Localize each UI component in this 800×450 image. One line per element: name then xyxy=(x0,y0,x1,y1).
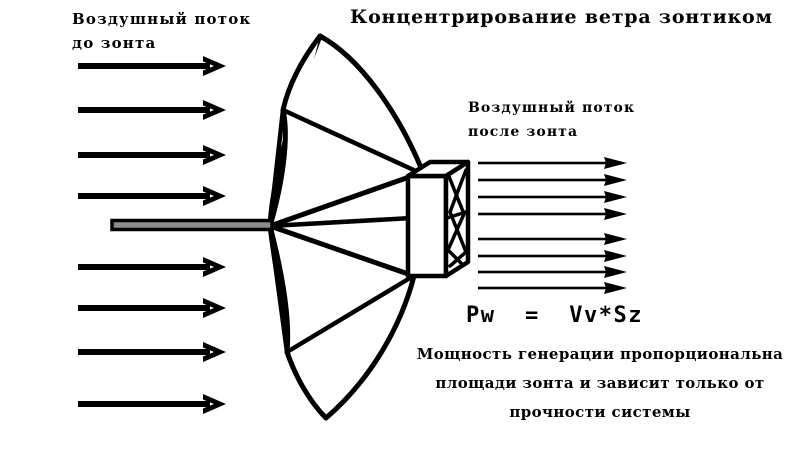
outflow-arrow xyxy=(478,233,627,245)
inflow-label-line1: Воздушный поток xyxy=(72,10,252,28)
generator-front-face xyxy=(405,173,449,279)
inflow-arrow xyxy=(78,145,226,165)
turbine-blade xyxy=(448,168,469,268)
power-formula: Pw = Vv*Sz xyxy=(466,303,643,328)
inflow-arrow xyxy=(78,298,226,318)
handle-rod xyxy=(110,218,274,232)
inflow-arrow xyxy=(78,186,226,206)
canopy-rib xyxy=(280,107,421,175)
canopy-rib xyxy=(284,275,413,355)
outflow-arrow xyxy=(478,208,627,220)
caption-line-2: площади зонта и зависит только от xyxy=(435,374,765,392)
generator-turbine-blades xyxy=(445,168,469,268)
page-title: Концентрирование ветра зонтиком xyxy=(350,6,773,28)
generator-box xyxy=(405,159,471,279)
umbrella-handle xyxy=(110,218,274,232)
inflow-arrow xyxy=(78,342,226,362)
outflow-arrow xyxy=(478,266,627,278)
inflow-label-line2: до зонта xyxy=(72,34,157,52)
inflow-arrow xyxy=(78,56,226,76)
outflow-arrow xyxy=(478,191,627,203)
outflow-arrow xyxy=(478,282,627,294)
inflow-arrow xyxy=(78,257,226,277)
outflow-arrow xyxy=(478,157,627,169)
outflow-label-line1: Воздушный поток xyxy=(468,100,636,116)
outflow-arrow xyxy=(478,250,627,262)
canopy-rib xyxy=(267,107,286,229)
caption-line-3: прочности системы xyxy=(509,403,691,421)
inflow-arrow xyxy=(78,100,226,120)
outflow-label-line2: после зонта xyxy=(468,124,579,140)
inflow-arrow-group xyxy=(78,56,226,414)
caption-line-1: Мощность генерации пропорциональна xyxy=(416,345,784,363)
canopy-rib xyxy=(267,223,290,355)
outflow-arrow-group xyxy=(478,157,627,294)
canopy-ribs xyxy=(267,107,421,355)
canopy-rib xyxy=(267,215,415,229)
inflow-arrow xyxy=(78,394,226,414)
turbine-blade xyxy=(445,210,468,220)
outflow-arrow xyxy=(478,174,627,186)
